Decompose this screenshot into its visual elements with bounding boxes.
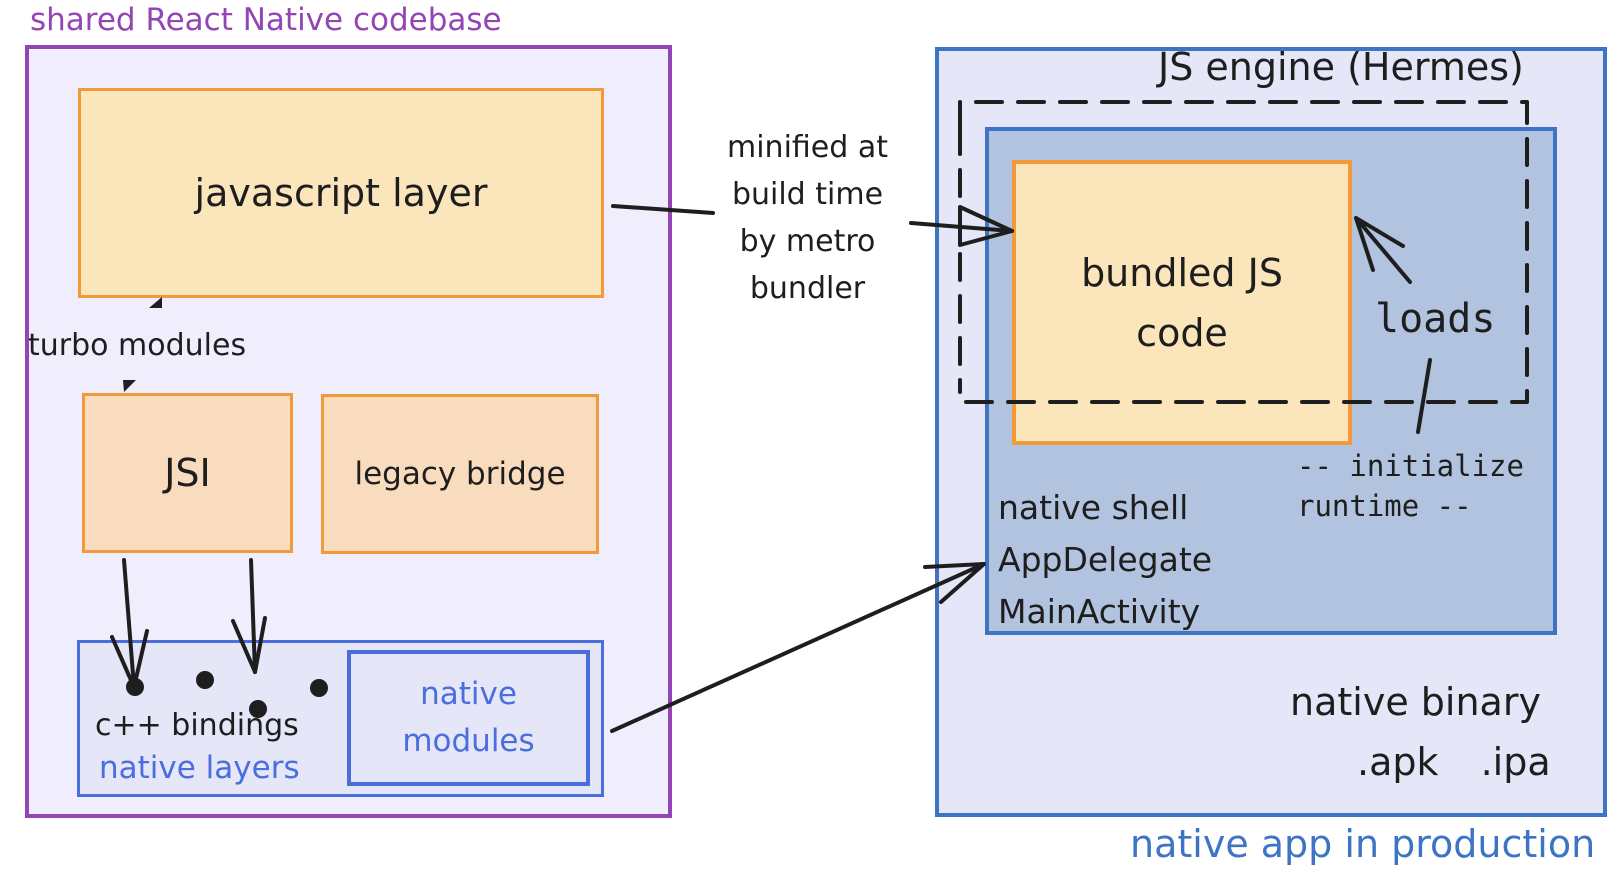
native-modules-label-line2: modules (402, 723, 535, 759)
jsi-label: JSI (164, 451, 211, 495)
minified-line: by metro (739, 224, 876, 259)
jsi-box[interactable]: JSI (82, 393, 293, 553)
minified-line: build time (731, 177, 884, 212)
javascript-layer-label: javascript layer (194, 171, 488, 215)
bundled-js-label-line2: code (1136, 310, 1228, 355)
legacy-bridge-box[interactable]: legacy bridge (321, 394, 599, 554)
shared-codebase-title: shared React Native codebase (30, 2, 502, 38)
minified-line: bundler (749, 271, 866, 306)
native-modules-box[interactable]: native modules (347, 650, 590, 786)
binary-extensions-label: .apk .ipa (1357, 740, 1551, 784)
native-binary-label: native binary (1290, 680, 1541, 724)
legacy-bridge-label: legacy bridge (354, 456, 566, 492)
javascript-layer-box[interactable]: javascript layer (78, 88, 604, 298)
mainactivity-line: MainActivity (998, 592, 1201, 631)
bundled-js-label-line1: bundled JS (1081, 250, 1283, 295)
cpp-bindings-label: c++ bindings (95, 708, 299, 743)
turbo-modules-label: turbo modules (28, 328, 247, 363)
runtime-line: runtime -- (1297, 489, 1472, 523)
js-engine-label: JS engine (Hermes) (1158, 45, 1524, 89)
initialize-runtime-label: -- initialize runtime -- (1297, 446, 1524, 526)
minified-build-label: minified at build time by metro bundler (715, 124, 900, 312)
loads-label: loads (1375, 296, 1496, 342)
bundled-js-box[interactable]: bundled JS code (1012, 160, 1352, 445)
native-layers-label: native layers (99, 750, 300, 786)
minified-line: minified at (727, 130, 888, 165)
initialize-line: -- initialize (1297, 449, 1524, 483)
native-shell-text: native shell AppDelegate MainActivity (998, 482, 1212, 638)
appdelegate-line: AppDelegate (998, 540, 1213, 579)
native-app-title: native app in production (1130, 822, 1596, 866)
native-modules-label-line1: native (420, 676, 517, 712)
native-shell-line: native shell (998, 488, 1189, 527)
